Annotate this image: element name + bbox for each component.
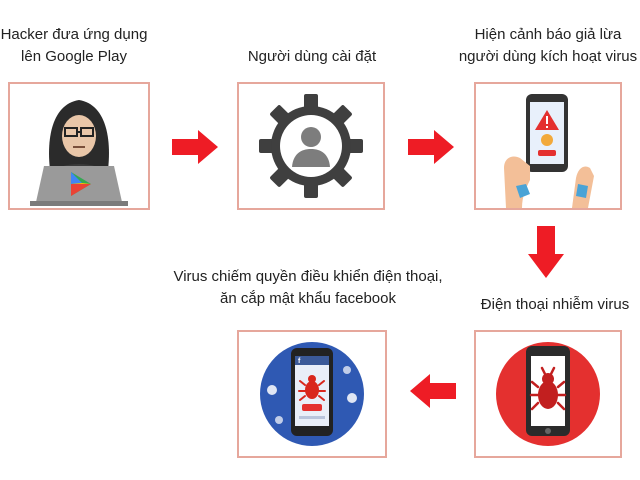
hacker-laptop-icon <box>30 100 128 206</box>
step-takeover-label: Virus chiếm quyền điều khiển điện thoại,… <box>170 266 446 310</box>
phone-warning-hands-icon <box>504 94 594 208</box>
user-gear-icon <box>259 94 363 198</box>
arrow-right-1 <box>172 130 218 164</box>
arrow-right-2 <box>408 130 454 164</box>
step-takeover-box: f <box>237 330 387 458</box>
step-warning-label-line-1: Hiện cảnh báo giả lừa <box>474 26 622 43</box>
step-infected-label: Điện thoại nhiễm virus <box>470 294 640 316</box>
phone-facebook-bug-icon: f <box>260 342 364 446</box>
step-takeover-label-line-1: Virus chiếm quyền điều khiển điện thoại, <box>173 268 443 285</box>
step-install-label: Người dùng cài đặt <box>228 46 396 68</box>
bug-icon <box>529 366 567 411</box>
bug-icon <box>298 375 326 401</box>
step-warning-label-line-2: người dùng kích hoạt virus <box>458 48 638 65</box>
step-hacker-label-line-1: Hacker đưa ứng dụng <box>0 26 148 43</box>
step-hacker-label-line-2: lên Google Play <box>21 48 127 65</box>
step-takeover-label-line-2: ăn cắp mật khẩu facebook <box>220 290 396 307</box>
step-warning-box <box>474 82 622 210</box>
step-warning-label: Hiện cảnh báo giả lừa người dùng kích ho… <box>456 24 640 68</box>
arrow-down <box>528 226 564 278</box>
arrow-left <box>410 374 456 408</box>
step-infected-box <box>474 330 622 458</box>
phone-bug-icon <box>496 342 600 446</box>
svg-text:f: f <box>298 358 301 365</box>
step-hacker-box <box>8 82 150 210</box>
step-hacker-label: Hacker đưa ứng dụng lên Google Play <box>0 24 148 68</box>
step-install-label-line-1: Người dùng cài đặt <box>247 48 377 65</box>
step-install-box <box>237 82 385 210</box>
step-infected-label-line-1: Điện thoại nhiễm virus <box>480 296 630 313</box>
